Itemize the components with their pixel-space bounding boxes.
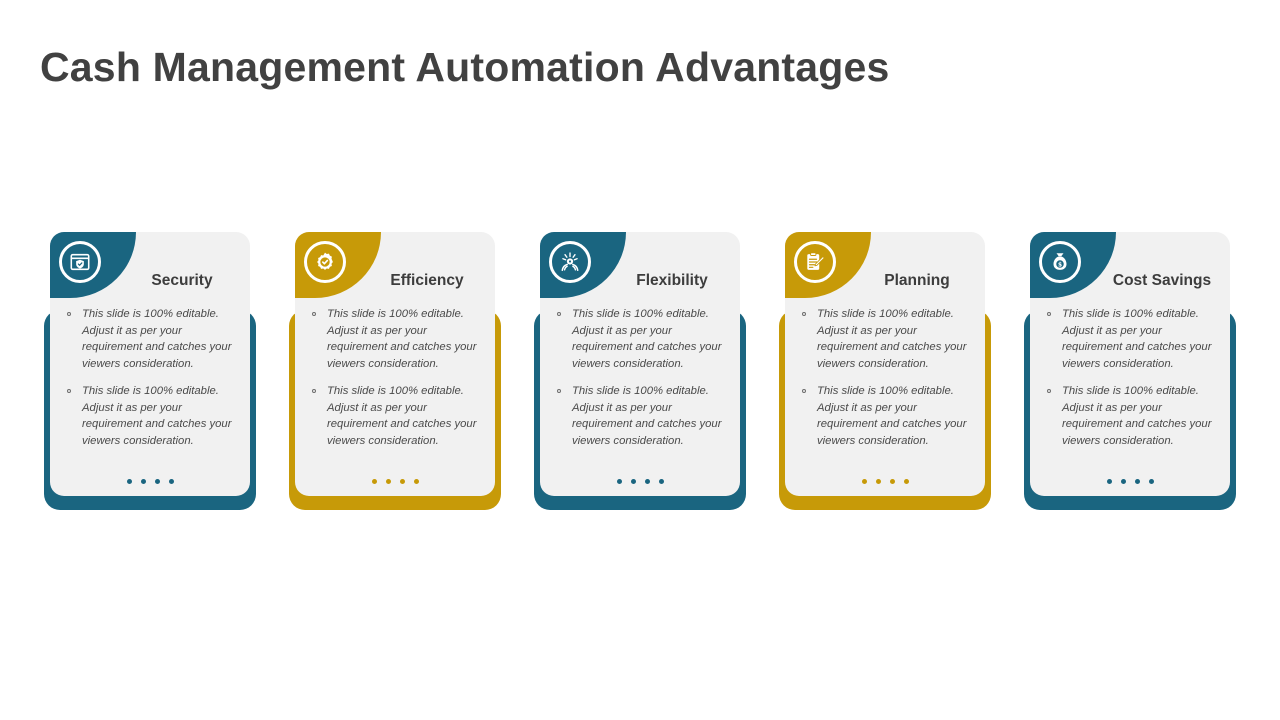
pager-dot — [371, 479, 377, 484]
pager-dot — [1120, 479, 1126, 484]
pager-dot — [875, 479, 881, 484]
pager-dot — [399, 479, 405, 484]
pager-dot — [140, 479, 146, 484]
pager-dot — [1106, 479, 1112, 484]
card-bullet: This slide is 100% editable. Adjust it a… — [799, 306, 975, 373]
card-bullet-text: This slide is 100% editable. Adjust it a… — [817, 384, 967, 447]
card-title: Planning — [884, 272, 950, 289]
card-bullet: This slide is 100% editable. Adjust it a… — [799, 383, 975, 450]
card-bullet-list: This slide is 100% editable. Adjust it a… — [1044, 306, 1220, 450]
card-bullet: This slide is 100% editable. Adjust it a… — [309, 306, 485, 373]
page-title: Cash Management Automation Advantages — [40, 44, 890, 90]
card-title: Flexibility — [636, 272, 708, 289]
card-bullet-list: This slide is 100% editable. Adjust it a… — [309, 306, 485, 450]
card-bullet-text: This slide is 100% editable. Adjust it a… — [82, 384, 232, 447]
card-title: Efficiency — [390, 272, 464, 289]
pager-dot — [630, 479, 636, 484]
pager-dot — [168, 479, 174, 484]
card-pager-dots — [295, 479, 495, 484]
pager-dot — [889, 479, 895, 484]
bullet-marker-icon — [67, 312, 71, 316]
card-bullet: This slide is 100% editable. Adjust it a… — [64, 383, 240, 450]
bullet-marker-icon — [1047, 388, 1051, 393]
pager-dot — [644, 479, 650, 484]
bullet-marker-icon — [312, 312, 316, 316]
gear-check-icon — [304, 241, 346, 283]
bullet-marker-icon — [557, 388, 561, 393]
card-bullet-text: This slide is 100% editable. Adjust it a… — [1062, 384, 1212, 447]
bullet-marker-icon — [312, 388, 316, 393]
bullet-marker-icon — [802, 312, 806, 316]
svg-text:$: $ — [1058, 263, 1062, 269]
shield-window-icon — [59, 241, 101, 283]
card-pager-dots — [785, 479, 985, 484]
card-bullet-text: This slide is 100% editable. Adjust it a… — [1062, 308, 1212, 371]
clipboard-pencil-icon — [794, 241, 836, 283]
card-bullet: This slide is 100% editable. Adjust it a… — [554, 306, 730, 373]
card-bullet-list: This slide is 100% editable. Adjust it a… — [64, 306, 240, 450]
pager-dot — [1134, 479, 1140, 484]
bullet-marker-icon — [1047, 312, 1051, 316]
card-bullet: This slide is 100% editable. Adjust it a… — [309, 383, 485, 450]
card-pager-dots — [540, 479, 740, 484]
card-bullet-list: This slide is 100% editable. Adjust it a… — [799, 306, 975, 450]
card-bullet-text: This slide is 100% editable. Adjust it a… — [82, 308, 232, 371]
bullet-marker-icon — [557, 312, 561, 316]
card-bullet-text: This slide is 100% editable. Adjust it a… — [572, 308, 722, 371]
pager-dot — [126, 479, 132, 484]
gear-hands-icon — [549, 241, 591, 283]
pager-dot — [903, 479, 909, 484]
card-bullet-text: This slide is 100% editable. Adjust it a… — [327, 308, 477, 371]
card-pager-dots — [1030, 479, 1230, 484]
pager-dot — [616, 479, 622, 484]
pager-dot — [385, 479, 391, 484]
money-bag-icon: $ — [1039, 241, 1081, 283]
card-title: Security — [151, 272, 213, 289]
card-bullet-text: This slide is 100% editable. Adjust it a… — [327, 384, 477, 447]
bullet-marker-icon — [67, 388, 71, 393]
card-bullet: This slide is 100% editable. Adjust it a… — [64, 306, 240, 373]
card-bullet-list: This slide is 100% editable. Adjust it a… — [554, 306, 730, 450]
card-bullet-text: This slide is 100% editable. Adjust it a… — [572, 384, 722, 447]
card-pager-dots — [50, 479, 250, 484]
bullet-marker-icon — [802, 388, 806, 393]
pager-dot — [861, 479, 867, 484]
pager-dot — [1148, 479, 1154, 484]
card-bullet: This slide is 100% editable. Adjust it a… — [1044, 383, 1220, 450]
pager-dot — [413, 479, 419, 484]
card-title: Cost Savings — [1112, 272, 1212, 289]
pager-dot — [658, 479, 664, 484]
pager-dot — [154, 479, 160, 484]
card-bullet-text: This slide is 100% editable. Adjust it a… — [817, 308, 967, 371]
card-bullet: This slide is 100% editable. Adjust it a… — [554, 383, 730, 450]
card-bullet: This slide is 100% editable. Adjust it a… — [1044, 306, 1220, 373]
